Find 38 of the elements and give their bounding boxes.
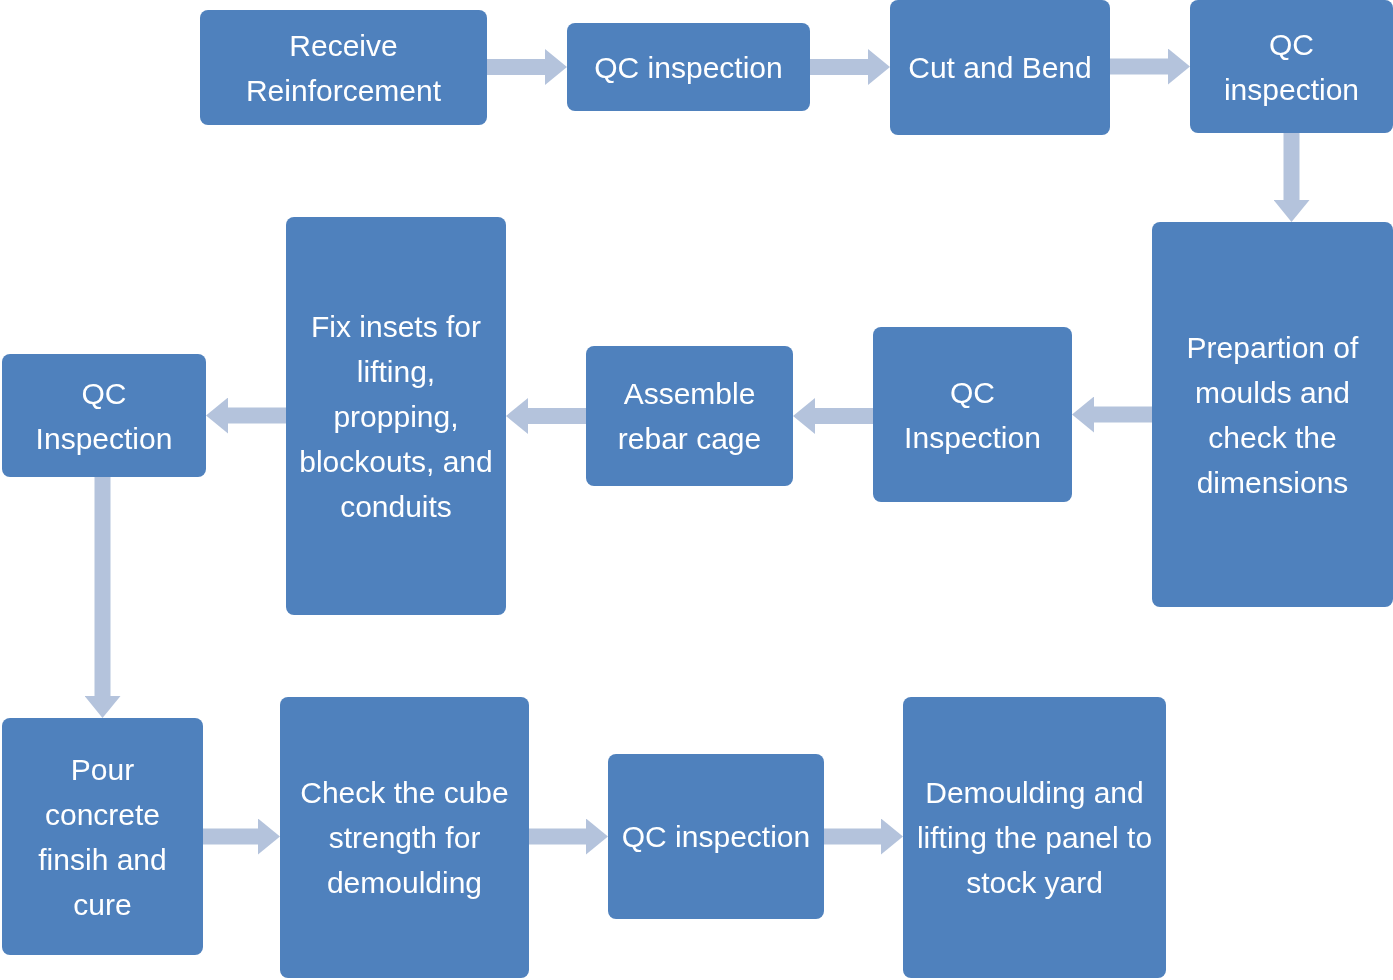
- box-text: Receive Reinforcement: [244, 27, 443, 109]
- block-arrow: [1273, 133, 1310, 222]
- box-text: Check the cube strength for demoulding: [299, 775, 510, 901]
- block-arrow: [824, 818, 903, 855]
- block-arrow: [84, 477, 121, 718]
- process-box: [286, 217, 506, 615]
- block-arrow: [203, 818, 280, 855]
- box-text: Prepartion of moulds and check the dimensions: [1185, 329, 1360, 501]
- process-box: [586, 346, 793, 486]
- box-text: Cut and Bend: [908, 50, 1092, 86]
- process-box: [890, 0, 1110, 135]
- box-text: Demoulding and lifting the panel to stock yard: [915, 775, 1154, 901]
- block-arrow: [810, 49, 890, 85]
- process-box: [1190, 0, 1393, 133]
- block-arrow: [206, 397, 286, 434]
- box-text: QC inspection: [594, 49, 783, 86]
- box-text: QC inspection: [621, 819, 811, 855]
- process-box: [873, 327, 1072, 502]
- block-arrow: [793, 398, 873, 434]
- box-text: Assemble rebar cage: [616, 376, 763, 457]
- box-text: Pour concrete finsih and cure: [37, 751, 168, 923]
- process-box: [903, 697, 1166, 978]
- box-text: QC inspection: [1222, 26, 1361, 108]
- box-text: QC Inspection: [903, 374, 1042, 456]
- box-text: Fix insets for lifting, propping, blockouts, and conduits: [298, 308, 494, 525]
- block-arrow: [487, 49, 567, 85]
- process-box: [567, 23, 810, 111]
- block-arrow: [1110, 48, 1190, 85]
- process-box: [2, 354, 206, 477]
- box-text: QC Inspection: [34, 375, 174, 457]
- process-box: [200, 10, 487, 125]
- block-arrow: [529, 818, 608, 855]
- block-arrow: [506, 398, 586, 434]
- process-box: [280, 697, 529, 978]
- process-box: [2, 718, 203, 955]
- process-box: [1152, 222, 1393, 607]
- block-arrow: [1072, 396, 1152, 433]
- process-box: [608, 754, 824, 919]
